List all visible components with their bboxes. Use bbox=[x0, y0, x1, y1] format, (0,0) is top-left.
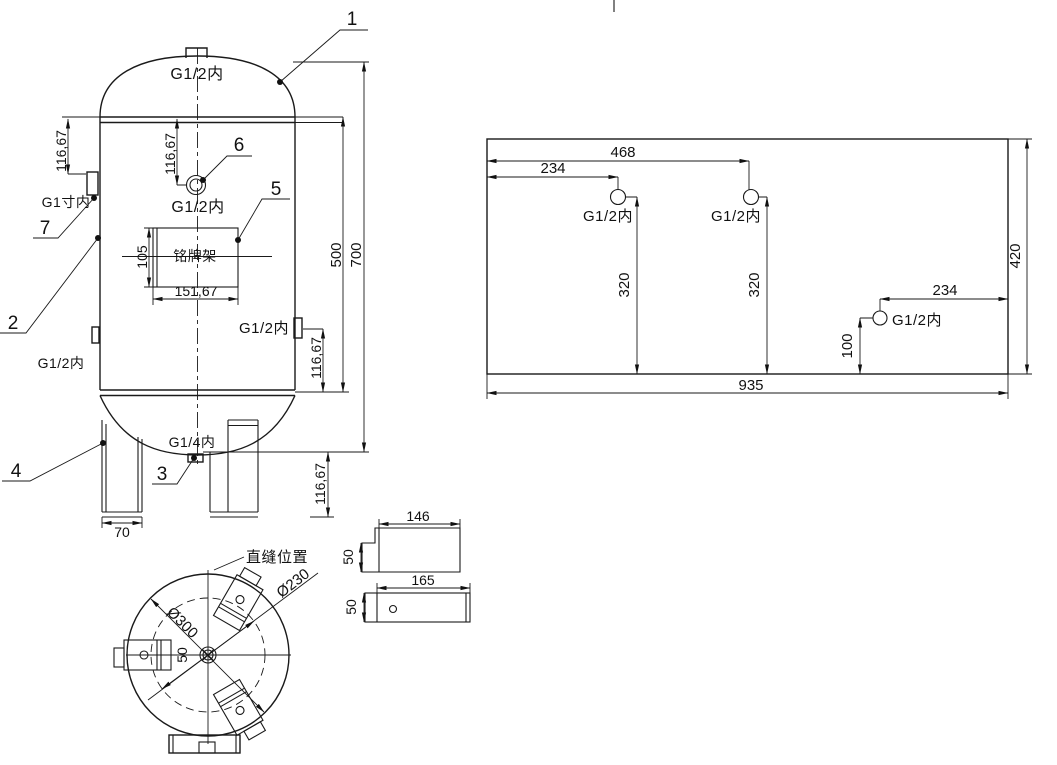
dim-500: 500 bbox=[328, 242, 345, 267]
pad-detail-top-outline bbox=[361, 527, 461, 573]
callout-7: 7 bbox=[40, 218, 51, 239]
bottom-view: 直缝位置 Ø300 Ø230 50 bbox=[113, 549, 319, 754]
seam-leader bbox=[213, 556, 245, 571]
leader-3 bbox=[152, 457, 195, 485]
leg-lower-right bbox=[212, 678, 267, 741]
dim-320-left: 320 bbox=[616, 272, 633, 297]
dim-100: 100 bbox=[839, 333, 856, 358]
callout-2: 2 bbox=[8, 313, 19, 334]
callout-4: 4 bbox=[11, 461, 22, 482]
dim-116-center: 116,67 bbox=[162, 133, 178, 175]
leg-foot-pad bbox=[243, 720, 267, 741]
dim-105: 105 bbox=[134, 245, 150, 269]
left-lower-nozzle bbox=[91, 326, 100, 344]
dev-port-right-label: G1/2内 bbox=[892, 312, 942, 329]
dev-port-right bbox=[872, 310, 888, 326]
dim-116-left: 116,67 bbox=[53, 130, 69, 172]
leader-6 bbox=[202, 155, 252, 181]
callout-5: 5 bbox=[271, 179, 282, 200]
leg-weld-lines bbox=[218, 687, 247, 708]
dia-300-label: Ø300 bbox=[163, 604, 201, 642]
top-port-label: G1/2内 bbox=[170, 65, 223, 83]
dim-50-top: 50 bbox=[340, 549, 356, 565]
leg-weld-lines bbox=[218, 602, 247, 623]
left-port-label: G1寸内 bbox=[42, 194, 91, 210]
callout-6: 6 bbox=[234, 135, 245, 156]
detail-views: 146 50 165 50 bbox=[340, 508, 471, 623]
leader-dot-1 bbox=[277, 79, 283, 85]
dev-extension-lines bbox=[486, 138, 1032, 399]
leg-hole bbox=[139, 650, 149, 660]
leader-7 bbox=[33, 197, 95, 239]
leader-dot-5 bbox=[235, 237, 241, 243]
shell-walls bbox=[99, 117, 296, 390]
leg-width-50: 50 bbox=[174, 647, 190, 663]
dim-234-right: 234 bbox=[932, 282, 957, 299]
dim-420: 420 bbox=[1007, 243, 1024, 268]
leg-weld-lines bbox=[156, 640, 162, 670]
leader-4 bbox=[2, 442, 104, 482]
pad-detail-bottom-outline bbox=[364, 592, 471, 623]
dim-320-right: 320 bbox=[746, 272, 763, 297]
leg-upper-right bbox=[212, 566, 264, 632]
dim-468: 468 bbox=[610, 144, 635, 161]
dev-port-middle bbox=[742, 188, 760, 206]
support-legs bbox=[101, 419, 259, 518]
dim-116-right: 116,67 bbox=[308, 337, 324, 379]
bottom-head-outline bbox=[99, 395, 296, 456]
base-bracket-edges bbox=[172, 735, 237, 753]
dim-165: 165 bbox=[411, 572, 435, 588]
dim-935: 935 bbox=[738, 377, 763, 394]
callout-3: 3 bbox=[157, 464, 168, 485]
dim-234-left: 234 bbox=[540, 160, 565, 177]
dim-70: 70 bbox=[114, 524, 130, 540]
dim-50-bottom: 50 bbox=[343, 599, 359, 615]
left-lower-port-label: G1/2内 bbox=[38, 355, 85, 371]
dim-700: 700 bbox=[348, 242, 365, 267]
leg-left bbox=[113, 639, 172, 671]
seam-label: 直缝位置 bbox=[246, 549, 308, 566]
front-view: G1/2内 116,67 116,67 G1寸内 G1/2内 铭牌架 105 1… bbox=[0, 9, 369, 540]
tangent-weld-bands bbox=[100, 116, 295, 397]
dim-151: 151,67 bbox=[175, 283, 218, 299]
bottom-port-label: G1/4内 bbox=[169, 434, 216, 450]
top-nozzle bbox=[185, 47, 208, 58]
dev-port-middle-label: G1/2内 bbox=[711, 208, 761, 225]
top-port-circle-inner bbox=[189, 178, 203, 192]
leader-dot-4 bbox=[100, 440, 106, 446]
leader-dot-7 bbox=[91, 195, 97, 201]
dia-230-arrows bbox=[161, 620, 255, 690]
right-nozzle bbox=[293, 317, 303, 339]
right-port-label: G1/2内 bbox=[239, 320, 289, 337]
leader-5 bbox=[237, 198, 290, 241]
leader-2 bbox=[0, 237, 99, 334]
top-head-outline bbox=[99, 55, 296, 118]
pad-detail-bottom-edges bbox=[376, 593, 467, 622]
leader-dot-6 bbox=[200, 177, 206, 183]
dim-116-bottom: 116,67 bbox=[312, 463, 328, 505]
leg-hole bbox=[235, 705, 245, 715]
leader-1 bbox=[279, 29, 368, 83]
pad-bolt-hole bbox=[388, 604, 398, 614]
leg-hole bbox=[235, 595, 245, 605]
development-view: 468 234 G1/2内 G1/2内 320 320 234 G1/2内 10… bbox=[486, 138, 1032, 399]
nameplate-frame bbox=[152, 227, 239, 288]
leader-dot-3 bbox=[191, 455, 197, 461]
dim-146: 146 bbox=[406, 508, 430, 524]
bottom-drain-nozzle bbox=[187, 453, 204, 463]
nameplate-label: 铭牌架 bbox=[173, 248, 217, 264]
leader-dot-2 bbox=[95, 235, 101, 241]
middle-port-label: G1/2内 bbox=[171, 198, 224, 216]
dia-230-label: Ø230 bbox=[274, 565, 313, 601]
callout-1: 1 bbox=[347, 9, 358, 30]
leg-foot-pad bbox=[238, 566, 262, 587]
development-outline bbox=[486, 138, 1009, 375]
base-bracket-slot bbox=[198, 741, 216, 754]
dev-port-left bbox=[609, 188, 627, 206]
base-bracket bbox=[168, 734, 241, 754]
left-nozzle-g1 bbox=[86, 171, 99, 196]
leg-foot-pad bbox=[113, 647, 125, 668]
dev-port-left-label: G1/2内 bbox=[583, 208, 633, 225]
